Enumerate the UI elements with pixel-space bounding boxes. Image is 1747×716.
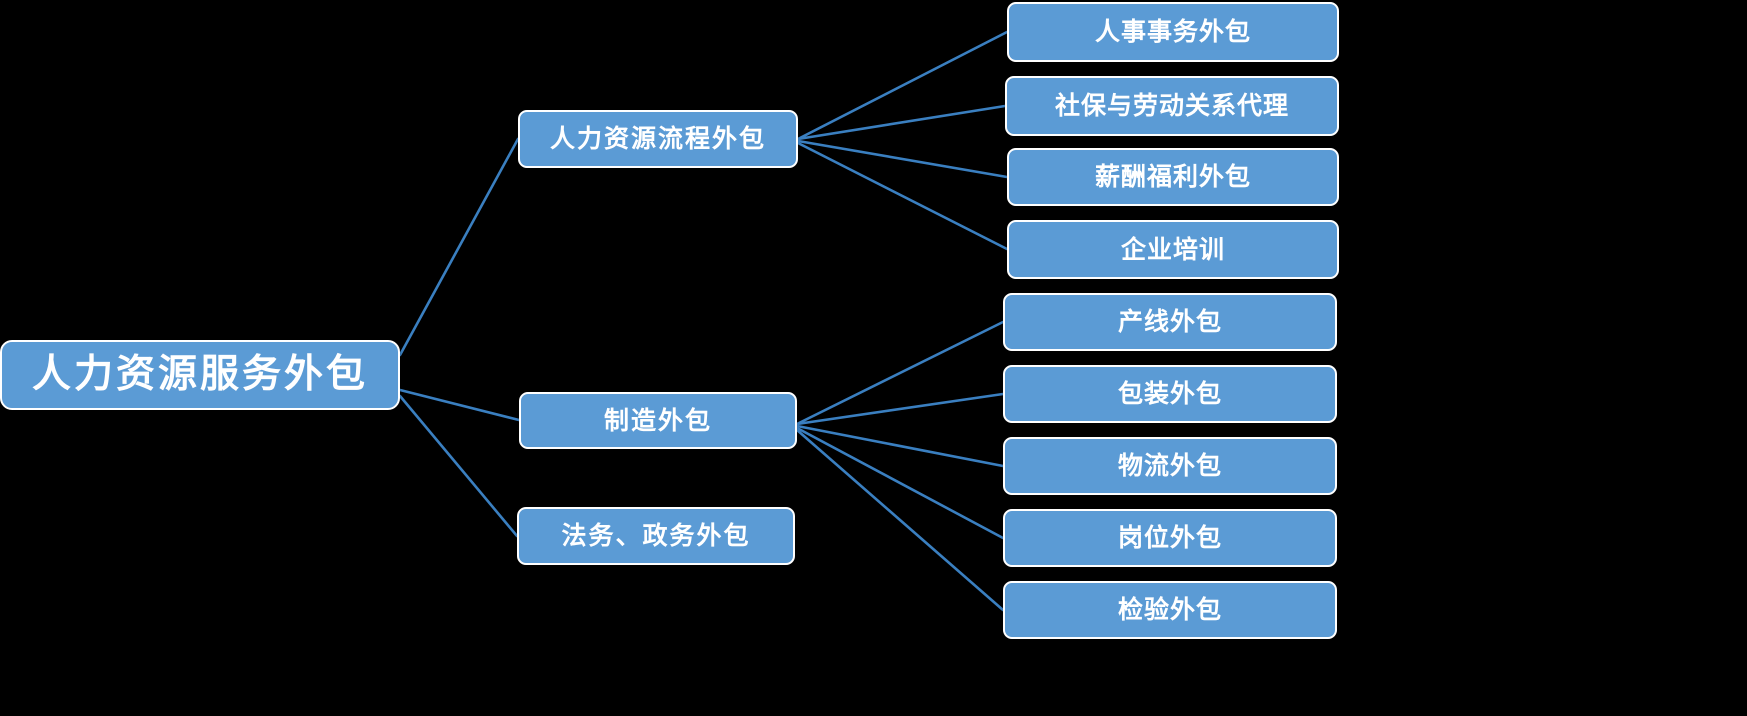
leaf-node-1-4[interactable]: 检验外包: [1003, 581, 1337, 639]
branch-node-1[interactable]: 制造外包: [519, 392, 797, 449]
leaf-node-0-2[interactable]: 薪酬福利外包: [1007, 148, 1339, 206]
root-node-hr-service-outsourcing[interactable]: 人力资源服务外包: [0, 340, 400, 410]
branch-node-2[interactable]: 法务、政务外包: [517, 507, 795, 565]
connector-line: [795, 426, 1005, 540]
leaf-node-0-1[interactable]: 社保与劳动关系代理: [1005, 76, 1339, 136]
leaf-node-1-0[interactable]: 产线外包: [1003, 293, 1337, 351]
connector-line: [796, 139, 1009, 179]
connector-line: [795, 428, 1005, 612]
leaf-node-1-3[interactable]: 岗位外包: [1003, 509, 1337, 567]
connector-line: [795, 392, 1005, 426]
connector-line: [796, 104, 1007, 141]
connector-line: [398, 137, 520, 357]
leaf-node-1-1[interactable]: 包装外包: [1003, 365, 1337, 423]
connector-line: [398, 388, 521, 422]
connector-line: [795, 320, 1005, 426]
connector-line: [796, 30, 1009, 141]
leaf-node-0-3[interactable]: 企业培训: [1007, 220, 1339, 279]
branch-node-0[interactable]: 人力资源流程外包: [518, 110, 798, 168]
leaf-node-1-2[interactable]: 物流外包: [1003, 437, 1337, 495]
leaf-node-0-0[interactable]: 人事事务外包: [1007, 2, 1339, 62]
connector-line: [795, 424, 1005, 468]
connector-line: [398, 394, 519, 538]
connector-line: [796, 141, 1009, 251]
